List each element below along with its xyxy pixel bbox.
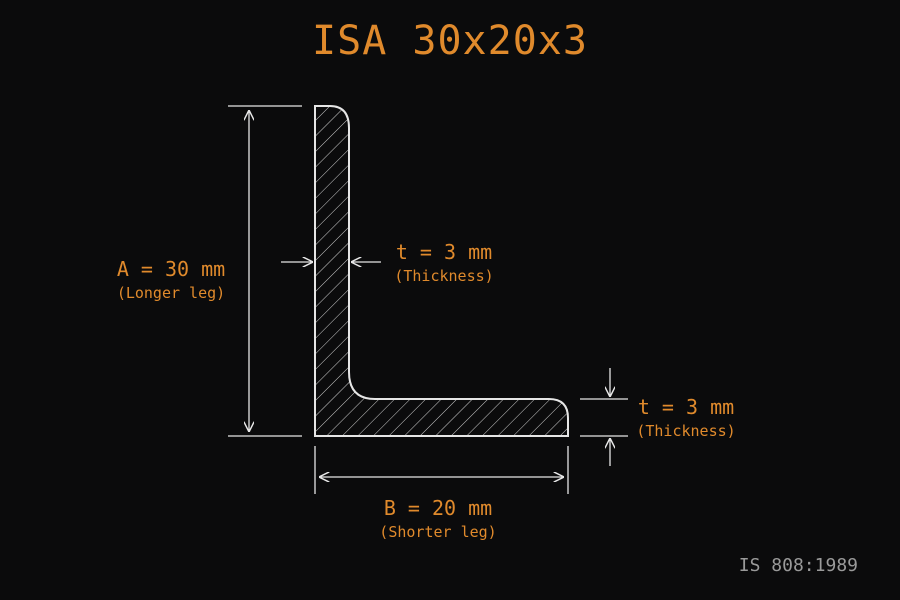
label-t-horizontal-value: t = 3 mm xyxy=(637,395,735,419)
label-b-desc: (Shorter leg) xyxy=(379,523,497,541)
label-b-value: B = 20 mm xyxy=(383,496,493,520)
angle-profile xyxy=(314,105,569,437)
label-a: A = 30 mm (Longer leg) xyxy=(96,256,246,304)
label-t-vertical: t = 3 mm (Thickness) xyxy=(383,239,505,287)
label-t-vertical-desc: (Thickness) xyxy=(394,267,494,285)
label-t-vertical-value: t = 3 mm xyxy=(395,240,493,264)
standard-reference: IS 808:1989 xyxy=(738,555,858,576)
label-b: B = 20 mm (Shorter leg) xyxy=(358,495,518,543)
label-t-horizontal: t = 3 mm (Thickness) xyxy=(624,394,748,442)
dimension-t-horizontal xyxy=(580,368,628,466)
label-a-desc: (Longer leg) xyxy=(116,284,226,302)
label-a-value: A = 30 mm xyxy=(116,257,226,281)
dimension-a xyxy=(228,105,302,437)
dimension-b xyxy=(314,446,569,494)
label-t-horizontal-desc: (Thickness) xyxy=(636,422,736,440)
diagram-title: ISA 30x20x3 xyxy=(312,18,588,64)
